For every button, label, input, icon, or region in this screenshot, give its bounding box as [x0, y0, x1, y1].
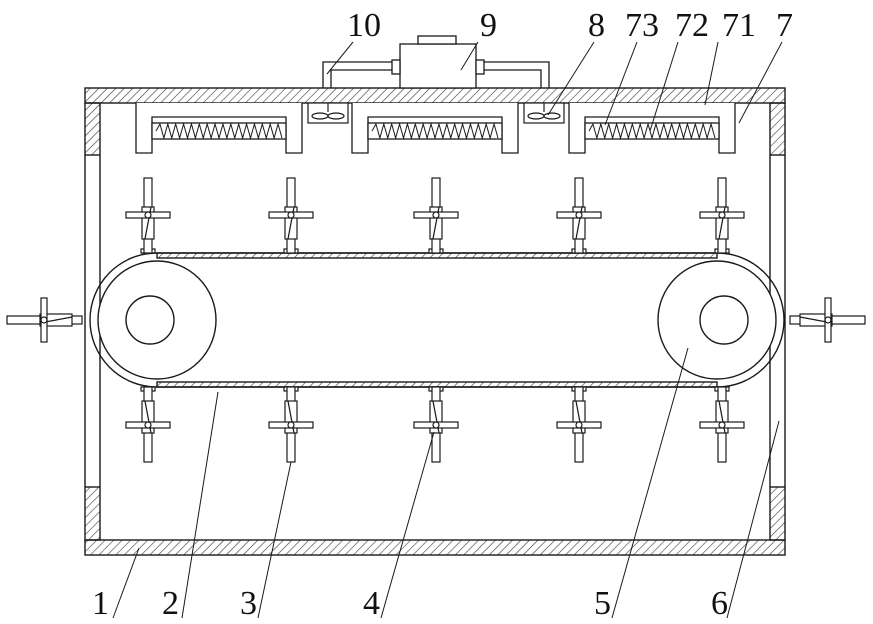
pump-9 [400, 44, 476, 88]
pipe-right [484, 62, 549, 88]
nozzle-left [308, 103, 348, 123]
hanger-bottom-4 [557, 387, 601, 462]
hanger-top-3 [414, 178, 458, 253]
hanger-top-2 [269, 178, 313, 253]
leader-1 [113, 548, 139, 618]
housing-bottom-wall [85, 540, 785, 555]
label-8: 8 [588, 7, 605, 44]
label-3: 3 [240, 585, 257, 622]
label-5: 5 [594, 585, 611, 622]
label-6: 6 [711, 585, 728, 622]
housing-left-wall-upper [85, 103, 100, 155]
hanger-top-1 [126, 178, 170, 253]
hanger-4 [414, 387, 458, 462]
nozzle-8 [524, 103, 564, 123]
hanger-3 [269, 387, 313, 462]
label-72: 72 [675, 7, 709, 44]
belt-bottom-strip [157, 382, 717, 387]
label-71: 71 [722, 7, 756, 44]
label-2: 2 [162, 585, 179, 622]
label-9: 9 [480, 7, 497, 44]
leader-4 [381, 432, 434, 618]
heaters [136, 103, 735, 153]
leader-10 [327, 42, 353, 74]
heater-1 [136, 103, 302, 153]
label-7: 7 [776, 7, 793, 44]
side-hanger-right [790, 298, 865, 342]
belt-top-strip [157, 253, 717, 258]
leader-2 [182, 392, 218, 618]
housing-left-wall-lower [85, 487, 100, 540]
housing-top-wall [85, 88, 785, 103]
leader-5 [612, 348, 688, 618]
label-4: 4 [363, 585, 380, 622]
conveyor [90, 253, 784, 387]
pump-cap [418, 36, 456, 44]
hanger-top-5 [700, 178, 744, 253]
roller-right-hub [700, 296, 748, 344]
hanger-bottom-5 [700, 387, 744, 462]
label-73: 73 [625, 7, 659, 44]
label-1: 1 [92, 585, 109, 622]
side-hanger-left [7, 298, 82, 342]
housing-right-wall-upper [770, 103, 785, 155]
hanger-top-4 [557, 178, 601, 253]
hangers [126, 178, 744, 462]
hanger-bottom-1 [126, 387, 170, 462]
roller-left-hub [126, 296, 174, 344]
heater-2 [352, 103, 518, 153]
heater-7 [569, 103, 735, 153]
housing-right-wall-lower [770, 487, 785, 540]
label-10: 10 [347, 7, 381, 44]
